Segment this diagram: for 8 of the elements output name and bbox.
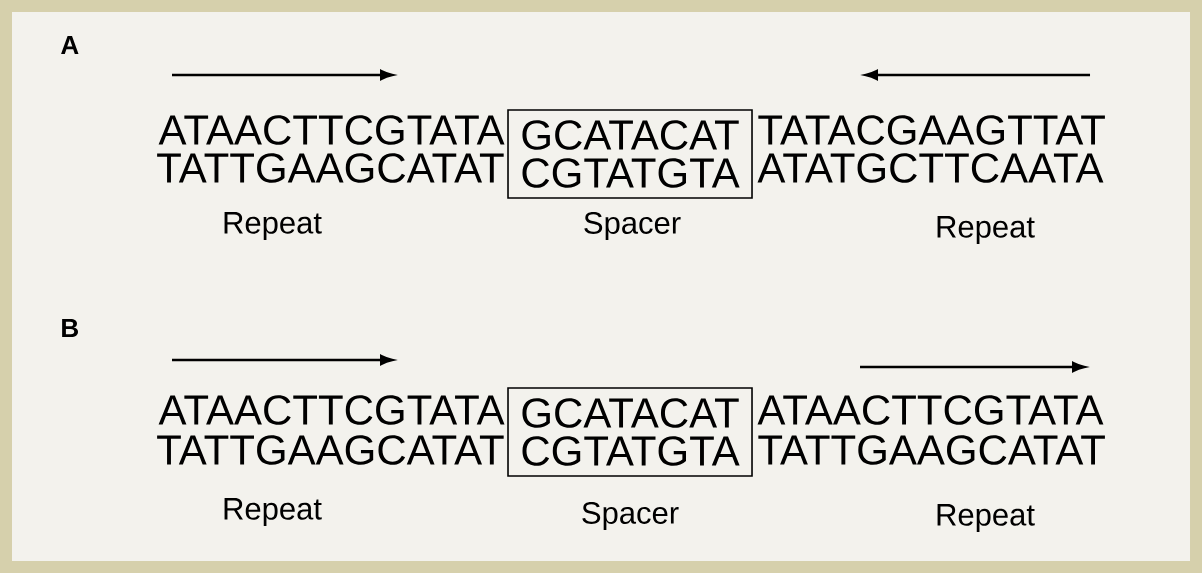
panel-letter: B [62, 319, 78, 337]
region-label: Repeat [224, 498, 322, 526]
region-label: Repeat [937, 216, 1035, 244]
spacer-box: GCATACAT CGTATGTA [507, 109, 753, 199]
region-label: Repeat [224, 212, 322, 240]
panel-letter: A [61, 36, 79, 54]
spacer-box: GCATACAT CGTATGTA [507, 387, 753, 477]
region-label: Repeat [937, 504, 1035, 532]
